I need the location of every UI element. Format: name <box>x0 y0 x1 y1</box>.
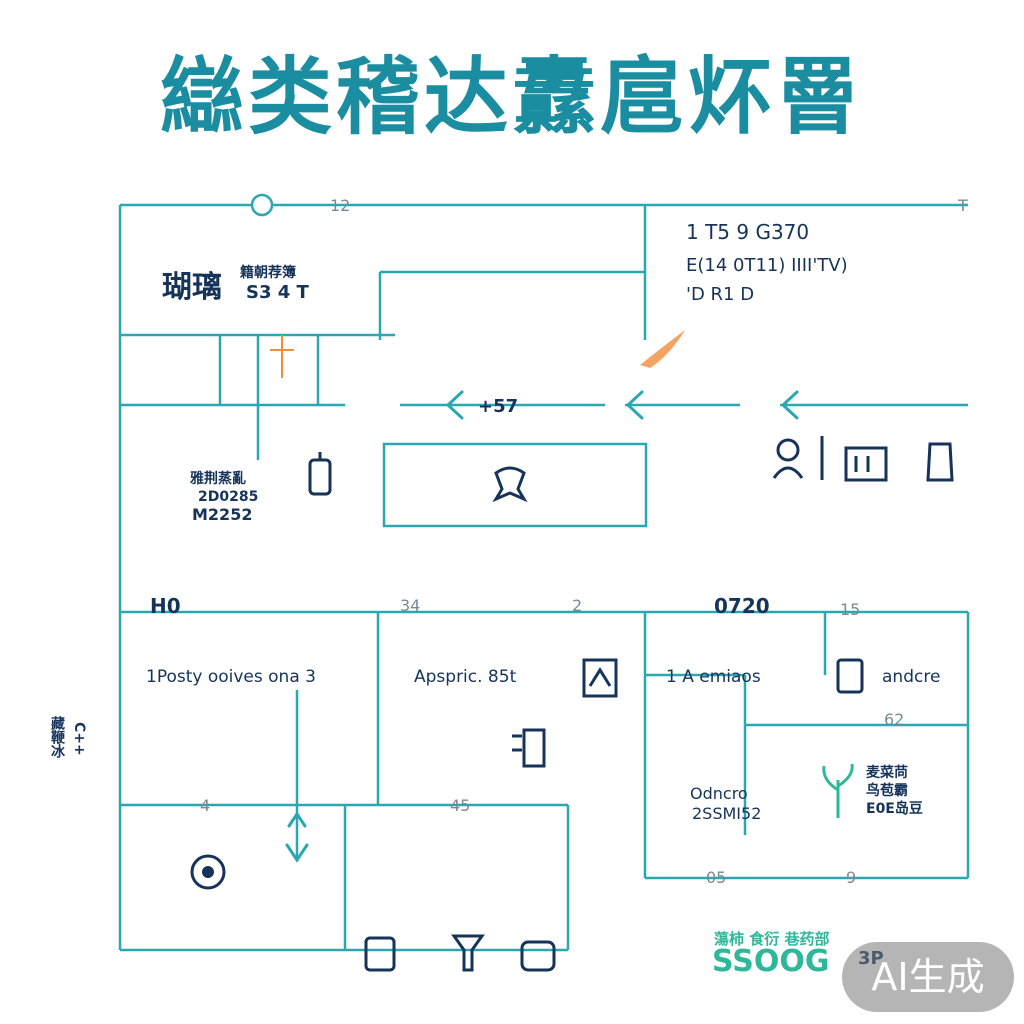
building-icon <box>844 446 888 482</box>
left-block-line-1: 雅荆蒸亂 <box>190 471 246 487</box>
label-arrow-mid: +57 <box>478 396 519 417</box>
bottle-icon <box>512 728 546 768</box>
label-side-vertical-1: 藏鞭冰 <box>49 716 65 758</box>
label-row-apspric: Apspric. 85t <box>414 667 517 687</box>
container-icon <box>836 658 864 694</box>
label-mid-h: H0 <box>150 594 181 618</box>
label-ode-2: 2SSMI52 <box>692 804 762 823</box>
label-right-2: E(14 0T11) IIII'TV) <box>686 255 848 276</box>
accent-swoosh <box>640 330 685 368</box>
label-b-9: 9 <box>846 868 857 887</box>
label-bottom-cjk: 蕩柿 食衍 巷药部 <box>714 930 830 948</box>
arrowhead-left-1 <box>445 390 464 420</box>
arrowhead-left-2 <box>625 390 644 420</box>
label-val-62: 62 <box>884 710 905 729</box>
label-row-andcre: andcre <box>882 667 941 687</box>
label-side-vertical-2: C++ <box>71 722 87 756</box>
arrowhead-up <box>287 811 307 828</box>
center-box-icon <box>492 466 528 503</box>
label-mid-2: 2 <box>572 596 583 615</box>
node-circle <box>250 193 274 217</box>
label-left-cjk-sub: 籍朝荐簿 <box>240 265 296 281</box>
label-b-45: 45 <box>450 796 471 815</box>
phone-icon <box>308 452 332 496</box>
label-bottom-code: SSOOG <box>712 944 830 979</box>
left-block-line-2: 2D0285 <box>198 489 259 505</box>
tool-icon <box>820 436 824 480</box>
radio-icon <box>520 940 556 972</box>
label-b-4: 4 <box>200 796 211 815</box>
center-box <box>382 442 648 528</box>
chair-icon <box>451 934 485 972</box>
arrowhead-down <box>285 843 309 863</box>
label-right-3: 'D R1 D <box>686 284 755 305</box>
label-right-1: 1 T5 9 G370 <box>686 220 810 244</box>
label-ode-1: Odncro <box>690 784 748 803</box>
label-row-post: 1Posty ooives ona 3 <box>146 667 316 687</box>
label-mid-15: 15 <box>840 600 861 619</box>
arrowhead-left-3 <box>780 390 799 420</box>
label-right-cjk-2: 鸟苞霸 <box>866 783 908 799</box>
label-top-right: T <box>958 196 968 215</box>
label-mid-34: 34 <box>400 596 421 615</box>
label-top-mid: 12 <box>330 196 351 215</box>
ai-generated-badge: AI生成 <box>842 942 1014 1012</box>
person-icon <box>772 438 804 479</box>
diagram-title: 䜌类稽达纛扈炋罾 <box>159 47 864 146</box>
label-mid-0720: 0720 <box>714 594 770 618</box>
label-row-1sa: 1 A emiaos <box>666 667 761 687</box>
label-right-cjk-3: E0E岛豆 <box>866 801 923 817</box>
label-b-05: 05 <box>706 868 727 887</box>
label-left-cjk: 瑚璃 <box>162 270 222 305</box>
label-right-cjk-1: 麦菜苘 <box>866 765 908 781</box>
document-icon <box>582 658 618 698</box>
plant-icon <box>822 763 854 818</box>
left-block-line-3: M2252 <box>192 505 253 524</box>
jar-icon <box>926 442 954 482</box>
mask-icon <box>190 854 226 890</box>
label-left-code: S3 4 T <box>246 282 309 303</box>
box-icon <box>364 936 396 972</box>
